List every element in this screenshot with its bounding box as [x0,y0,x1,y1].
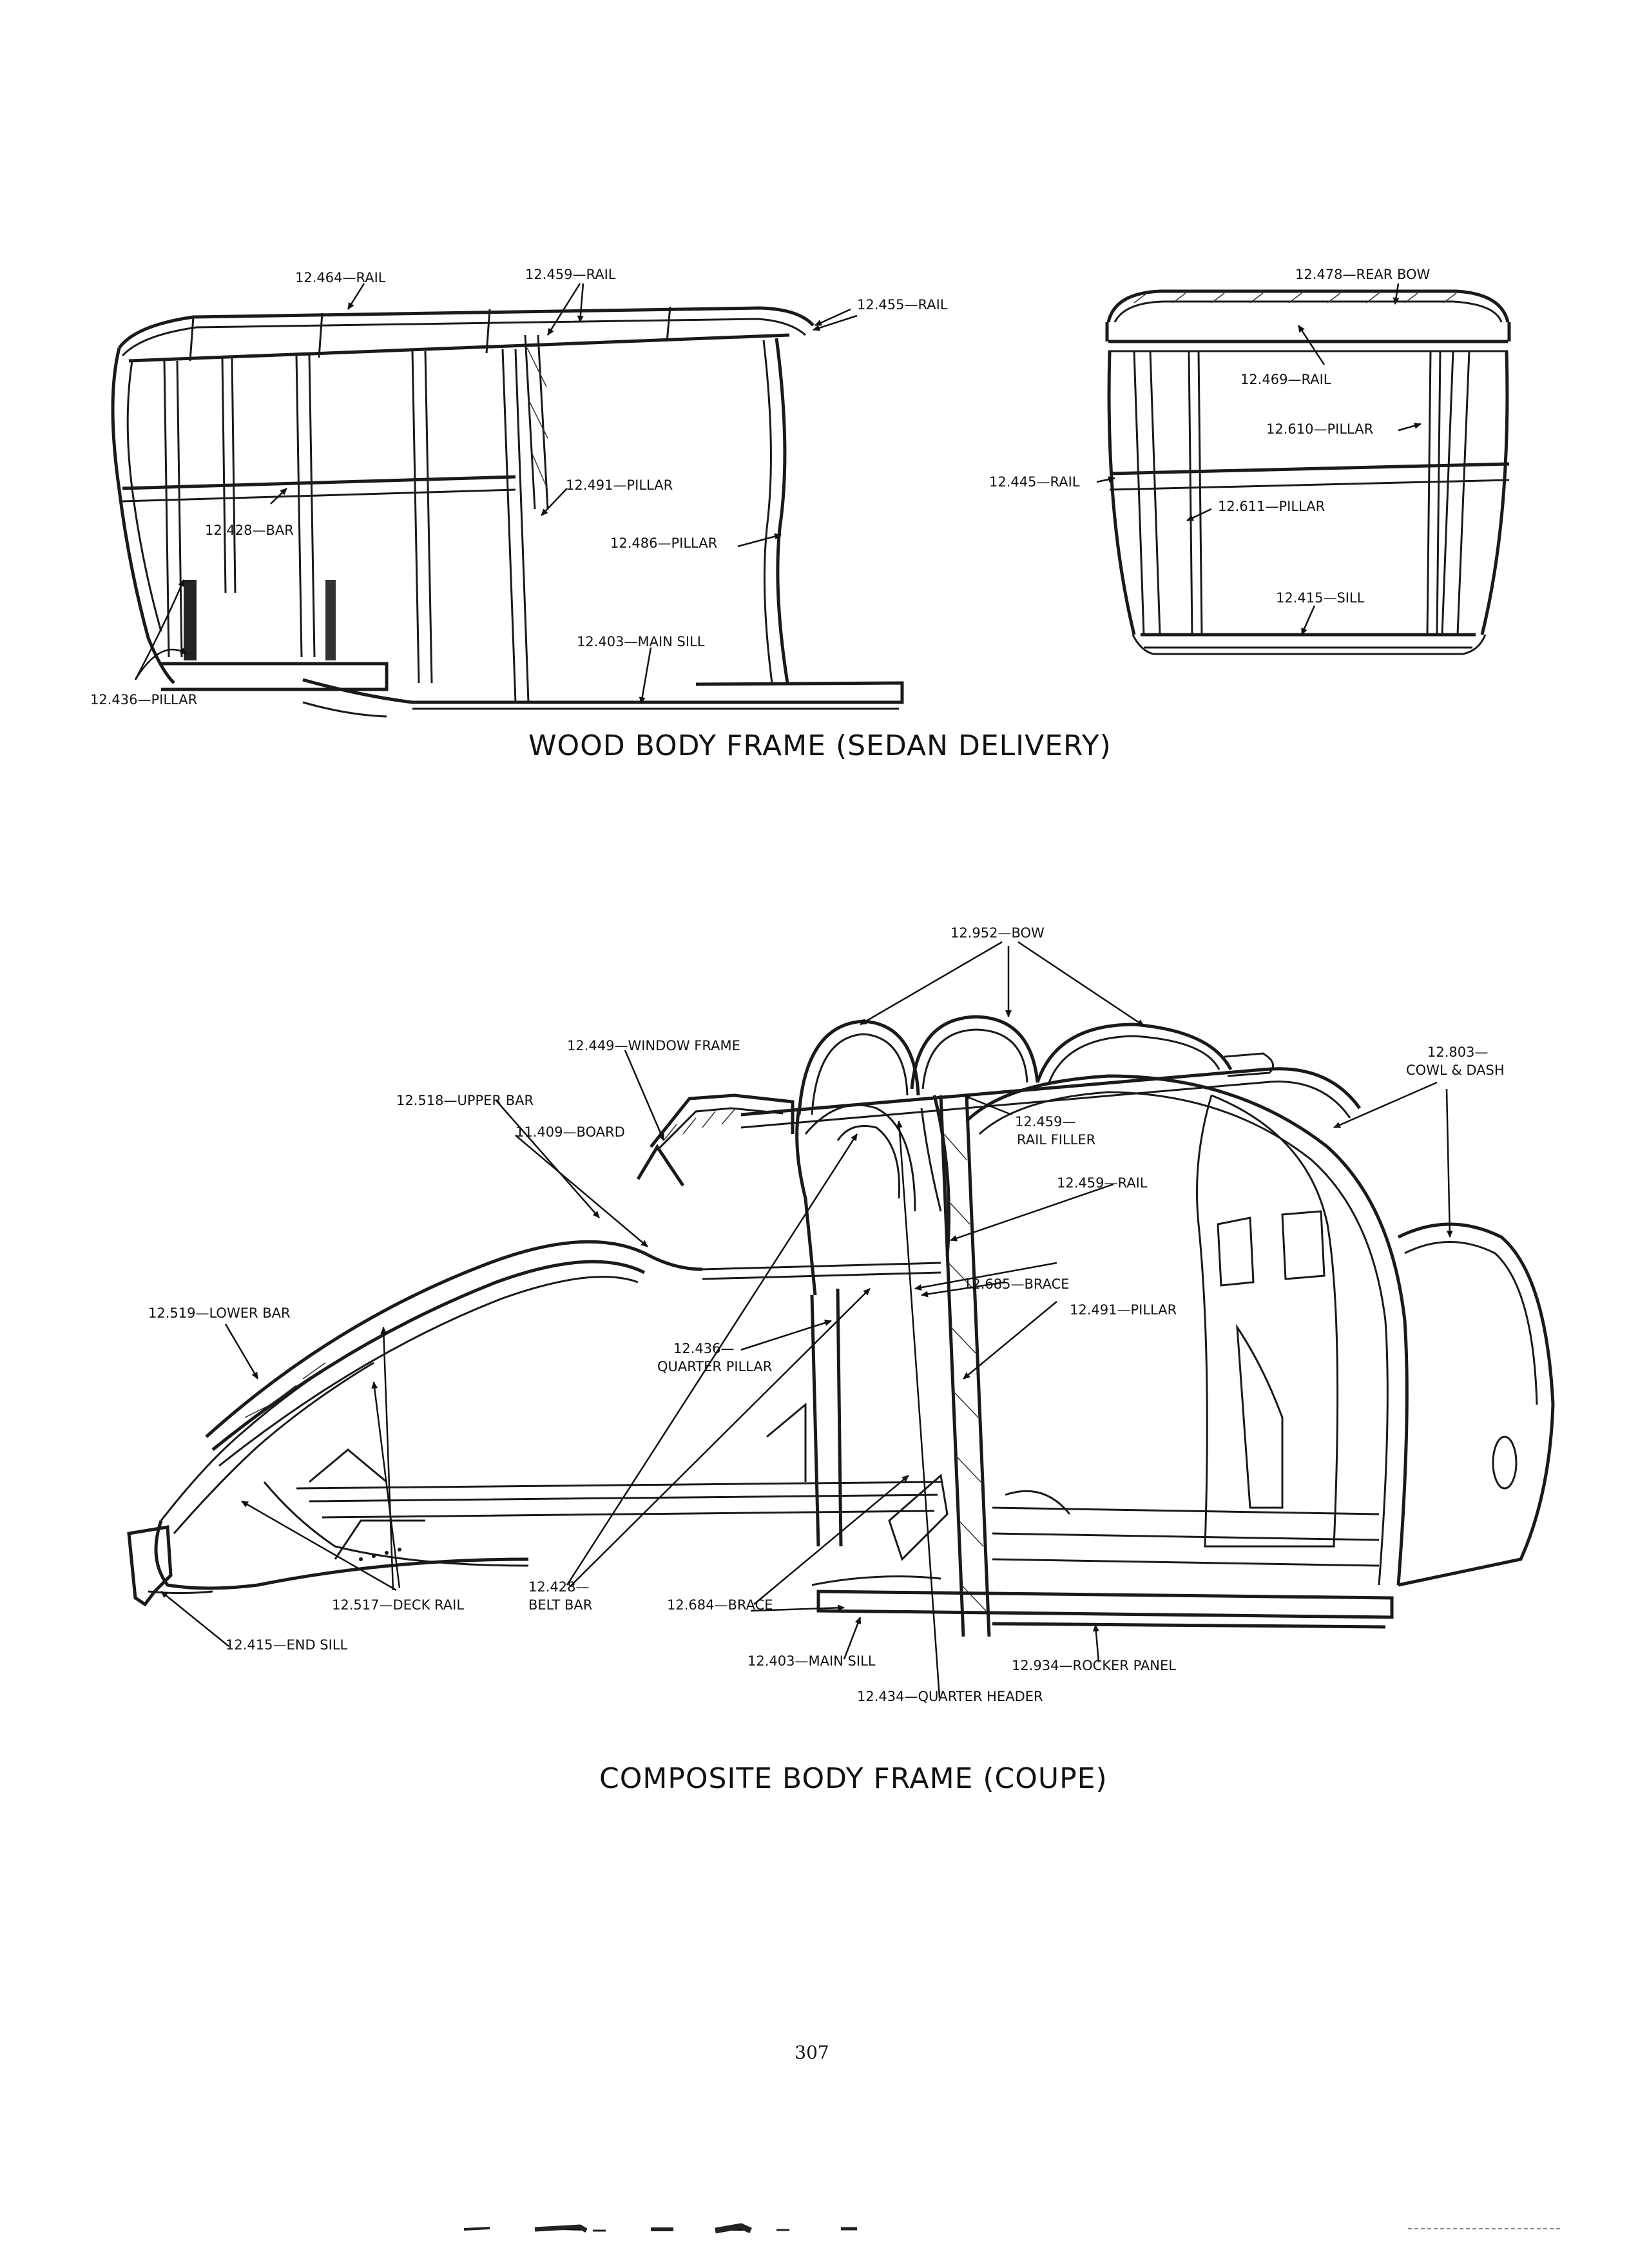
label-12684-brace: 12.684—BRACE [667,1597,773,1613]
label-12610-pillar: 12.610—PILLAR [1266,421,1373,437]
label-12428: 12.428— [528,1579,589,1595]
part-callout-labels: 12.464—RAIL 12.459—RAIL 12.455—RAIL 12.4… [90,267,1505,1704]
label-12469-rail: 12.469—RAIL [1240,372,1331,387]
label-12491-pillar: 12.491—PILLAR [566,477,673,493]
label-cowl-and-dash: COWL & DASH [1406,1062,1505,1078]
label-12459: 12.459— [1015,1114,1075,1129]
label-12518-upper-bar: 12.518—UPPER BAR [396,1093,534,1108]
label-12934-rocker-panel: 12.934—ROCKER PANEL [1012,1658,1176,1673]
sedan-delivery-side-frame-drawing [111,306,904,718]
label-12434-quarter-header: 12.434—QUARTER HEADER [857,1689,1043,1704]
label-12436: 12.436— [673,1341,734,1356]
label-12403-main-sill-coupe: 12.403—MAIN SILL [747,1653,876,1669]
caption-composite-body-frame: COMPOSITE BODY FRAME (COUPE) [599,1762,1108,1795]
coupe-composite-frame-drawing [127,1015,1555,1637]
page-number: 307 [795,2042,829,2063]
label-quarter-pillar: QUARTER PILLAR [657,1359,772,1374]
label-12517-deck-rail: 12.517—DECK RAIL [332,1597,464,1613]
label-12436-pillar: 12.436—PILLAR [90,692,197,707]
label-12491-pillar-coupe: 12.491—PILLAR [1070,1302,1177,1318]
label-12478-rear-bow: 12.478—REAR BOW [1295,267,1431,282]
label-12803: 12.803— [1427,1044,1488,1060]
label-12952-bow: 12.952—BOW [950,925,1045,941]
label-12415-sill: 12.415—SILL [1276,590,1365,606]
label-12455-rail: 12.455—RAIL [857,297,948,312]
label-11409-board: 11.409—BOARD [516,1124,625,1140]
label-12685-brace: 12.685—BRACE [963,1276,1070,1292]
label-12403-main-sill: 12.403—MAIN SILL [577,634,705,649]
label-12519-lower-bar: 12.519—LOWER BAR [148,1305,291,1321]
label-12428-bar: 12.428—BAR [205,523,294,538]
label-12486-pillar: 12.486—PILLAR [610,535,717,551]
label-12415-end-sill: 12.415—END SILL [226,1637,348,1653]
label-12611-pillar: 12.611—PILLAR [1218,499,1325,514]
leader-arrows [134,283,1453,1698]
label-12464-rail: 12.464—RAIL [295,270,386,285]
label-12445-rail: 12.445—RAIL [989,474,1080,490]
label-12449-window-frame: 12.449—WINDOW FRAME [567,1038,740,1053]
label-12459-rail: 12.459—RAIL [1057,1175,1148,1191]
label-12459-rail: 12.459—RAIL [525,267,616,282]
scan-edge-marks [463,2223,1563,2234]
caption-wood-body-frame: WOOD BODY FRAME (SEDAN DELIVERY) [528,729,1112,762]
label-rail-filler: RAIL FILLER [1017,1132,1095,1148]
label-belt-bar: BELT BAR [528,1597,592,1613]
